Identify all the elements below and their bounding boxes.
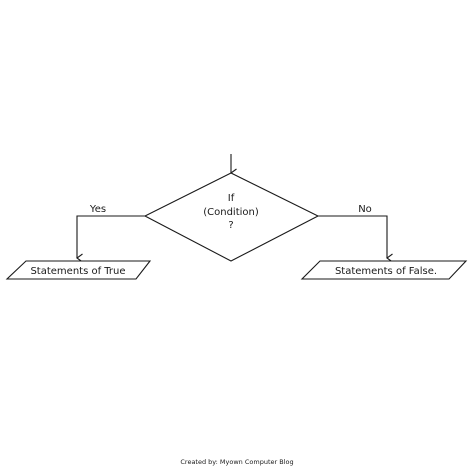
false-statements-label: Statements of False. (335, 266, 437, 277)
false-statements-parallelogram (300, 260, 468, 280)
credit-text: Created by: Myown Computer Blog (180, 458, 293, 466)
decision-text-line3: ? (228, 220, 233, 231)
decision-diamond (143, 172, 320, 262)
true-statements-parallelogram (5, 260, 152, 280)
decision-text-line2: (Condition) (203, 207, 259, 218)
no-branch-connector (318, 215, 393, 263)
no-branch-label: No (358, 204, 372, 215)
yes-branch-label: Yes (89, 204, 106, 215)
decision-text-line1: If (228, 193, 235, 204)
true-statements-label: Statements of True (30, 266, 125, 277)
yes-branch-connector (76, 215, 145, 263)
